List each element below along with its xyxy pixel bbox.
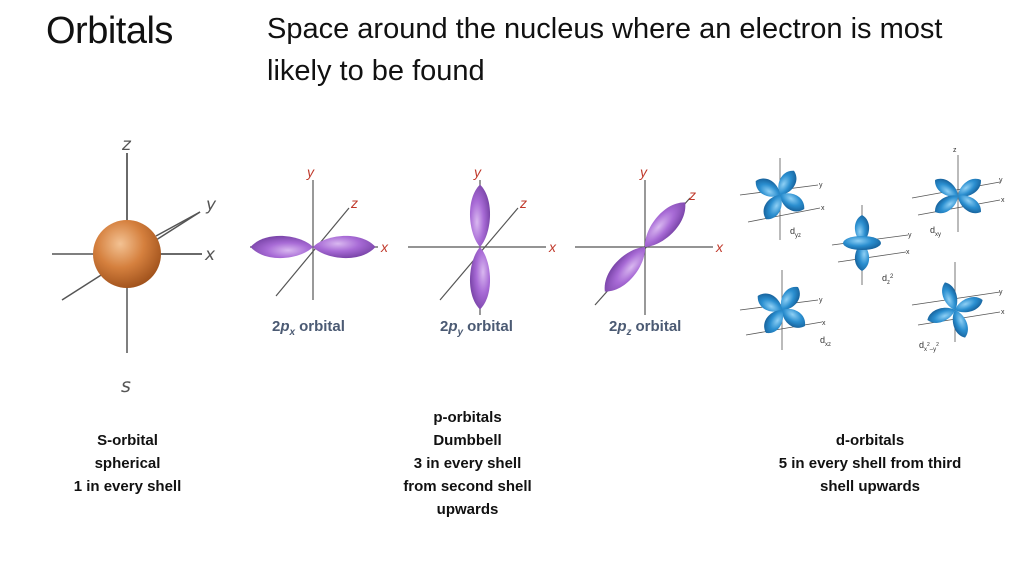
- svg-text:y: y: [999, 177, 1003, 184]
- p-caption-line: from second shell: [403, 478, 532, 495]
- s-z-label: z: [121, 135, 132, 155]
- s-orbital-caption: S-orbital spherical 1 in every shell: [55, 429, 200, 498]
- svg-text:x: x: [822, 320, 826, 327]
- px-x-label: x: [380, 239, 389, 255]
- d-caption-line: 5 in every shell from third: [778, 455, 962, 472]
- d-xy-label: dxy: [930, 225, 941, 238]
- s-orbital-figure: z y x s: [52, 135, 217, 397]
- page-subtitle: Space around the nucleus where an electr…: [267, 13, 943, 87]
- svg-text:x: x: [821, 205, 825, 212]
- s-x-label: x: [204, 245, 216, 265]
- pz-z-label: z: [688, 187, 696, 203]
- s-orbital-label: s: [121, 375, 131, 397]
- p-caption-line: p-orbitals: [433, 409, 502, 426]
- svg-text:y: y: [819, 182, 823, 189]
- d-z2-orbital-figure: y x dz2: [831, 205, 912, 286]
- svg-text:y: y: [908, 232, 912, 239]
- d-yz-label: dyz: [790, 226, 801, 239]
- svg-text:x: x: [906, 249, 910, 256]
- pz-x-label: x: [715, 239, 724, 255]
- s-caption-line: S-orbital: [97, 432, 158, 449]
- s-orbital-sphere: [93, 220, 161, 288]
- svg-text:y: y: [819, 297, 823, 304]
- d-caption-line: d-orbitals: [835, 432, 905, 449]
- svg-text:y: y: [999, 289, 1003, 296]
- p-caption-line: Dumbbell: [433, 432, 502, 449]
- s-caption-line: 1 in every shell: [73, 478, 182, 495]
- p-orbitals-caption: p-orbitals Dumbbell 3 in every shell fro…: [385, 406, 550, 521]
- d-x2-y2-label: dx2–y2: [919, 340, 939, 353]
- p-caption-line: 3 in every shell: [413, 455, 522, 472]
- d-orbitals-caption: d-orbitals 5 in every shell from third s…: [745, 429, 995, 498]
- py-z-label: z: [519, 195, 527, 211]
- svg-text:x: x: [1001, 197, 1005, 204]
- d-xz-orbital-figure: y x dxz: [739, 270, 831, 350]
- d-yz-orbital-figure: y x dyz: [739, 158, 825, 240]
- s-y-label: y: [205, 195, 217, 215]
- d-xy-orbital-figure: z y x dxy: [911, 147, 1005, 238]
- p-caption-line: upwards: [436, 501, 499, 518]
- page-title: Orbitals: [46, 10, 173, 52]
- pz-y-label: y: [639, 164, 648, 180]
- py-x-label: x: [548, 239, 557, 255]
- d-z2-label: dz2: [882, 273, 894, 286]
- s-caption-line: spherical: [94, 455, 161, 472]
- svg-text:z: z: [953, 147, 957, 154]
- svg-text:x: x: [1001, 309, 1005, 316]
- py-y-label: y: [473, 164, 482, 180]
- d-xz-label: dxz: [820, 335, 831, 348]
- px-z-label: z: [350, 195, 358, 211]
- d-caption-line: shell upwards: [819, 478, 921, 495]
- px-y-label: y: [306, 164, 315, 180]
- d-x2-y2-orbital-figure: y x dx2–y2: [911, 262, 1005, 353]
